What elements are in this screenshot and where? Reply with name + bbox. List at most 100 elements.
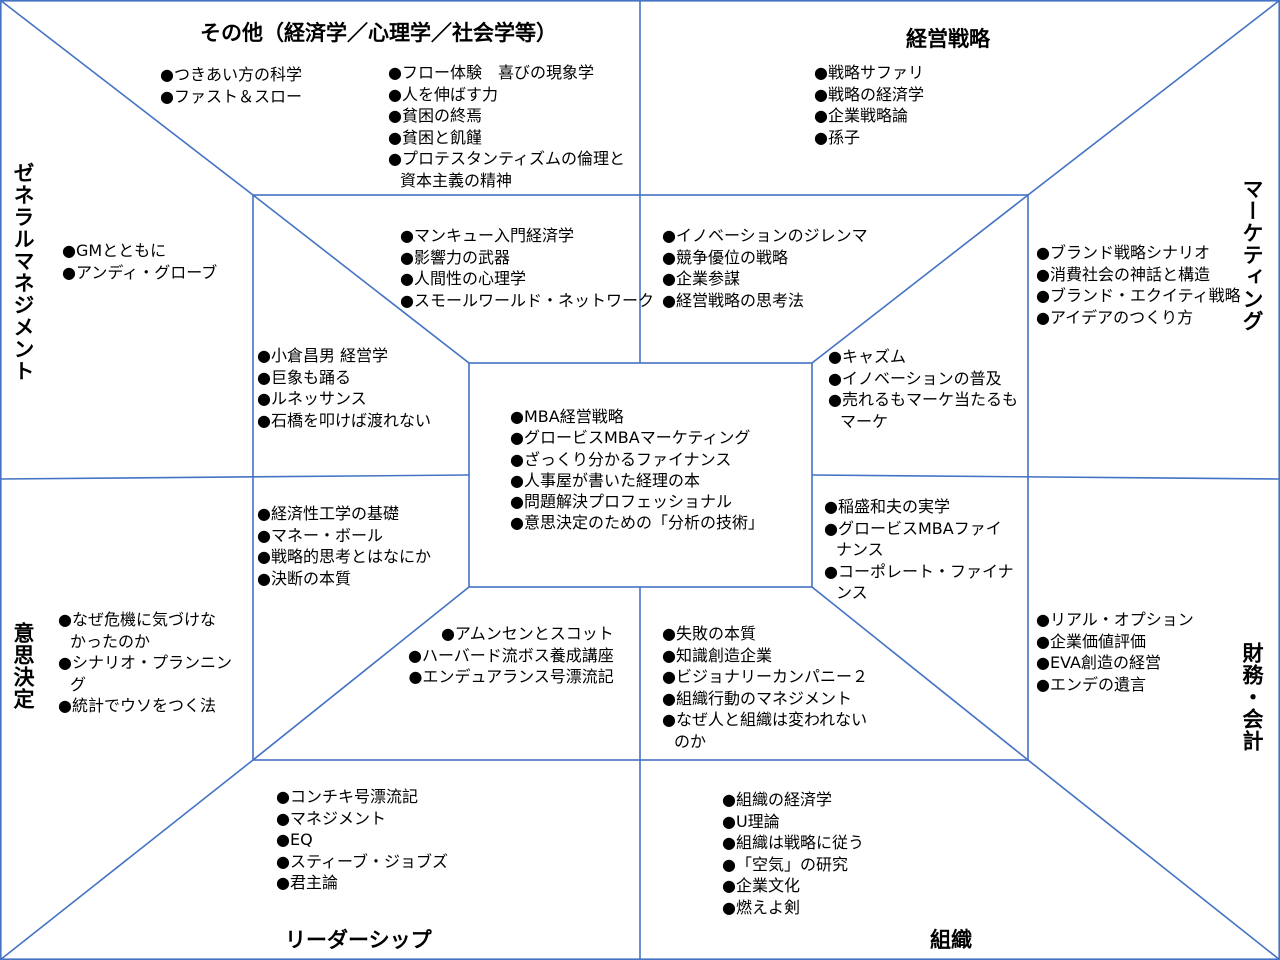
book-item: ●売れるもマーケ当たるも (828, 390, 1018, 409)
book-item: ●企業価値評価 (1036, 631, 1146, 651)
book-item: ●組織の経済学 (722, 790, 832, 809)
book-item: ●統計でウソをつく法 (58, 696, 216, 715)
heading-strategy: 経営戦略 (906, 27, 990, 51)
list-general-management-outer: ●GMとともに ●アンディ・グローブ (62, 240, 217, 283)
book-item: ●ファスト＆スロー (160, 86, 302, 106)
book-item: ●グロービスMBAマーケティング (510, 428, 751, 448)
book-item: ●プロテスタンティズムの倫理と (388, 149, 626, 168)
book-item: のか (674, 731, 707, 751)
book-item: ●経営戦略の思考法 (662, 290, 804, 310)
book-item: ナンス (836, 540, 884, 559)
book-item: ●MBA経営戦略 (510, 407, 624, 426)
book-item: ●ざっくり分かるファイナンス (510, 449, 732, 469)
book-item: ●貧困の終焉 (388, 106, 482, 125)
diagonal-bottom-left (0, 759, 254, 960)
book-item: 資本主義の精神 (400, 170, 513, 190)
list-marketing-outer: ●ブランド戦略シナリオ●消費社会の神話と構造●ブランド・エクイティ戦略●アイデア… (1036, 242, 1241, 328)
book-item: ●EVA創造の経営 (1036, 653, 1161, 672)
book-item: ●企業参謀 (662, 269, 740, 288)
book-item: ●燃えよ剣 (722, 897, 800, 917)
book-item: ●稲盛和夫の実学 (824, 497, 950, 516)
list-strategy-inner: ●イノベーションのジレンマ ●競争優位の戦略 ●企業参謀 ●経営戦略の思考法 (662, 225, 868, 311)
diagonal-top-left (0, 0, 254, 196)
list-finance-inner: ●稲盛和夫の実学●グロービスMBAファイナンス●コーポレート・ファイナンス (824, 496, 1014, 604)
book-item: ●貧困と飢饉 (388, 127, 482, 147)
heading-leadership: リーダーシップ (285, 928, 432, 952)
book-item: ●キャズム (828, 347, 906, 366)
book-item: ●組織は戦略に従う (722, 833, 864, 852)
book-item: ●組織行動のマネジメント (662, 688, 852, 708)
book-item: ●アイデアのつくり方 (1036, 307, 1194, 327)
book-item: ●グロービスMBAファイ (824, 518, 1002, 538)
book-item: ●マンキュー入門経済学 (400, 226, 574, 245)
book-item: ●消費社会の神話と構造 (1036, 264, 1210, 284)
book-item: ●イノベーションのジレンマ (662, 226, 868, 245)
book-item: ●EQ (276, 830, 313, 849)
book-item: ●エンデュアランス号漂流記 (408, 667, 614, 686)
book-item: ●企業戦略論 (814, 106, 908, 125)
book-item: マーケ (840, 411, 889, 431)
book-item: ●マネー・ボール (257, 525, 383, 545)
book-item: ●石橋を叩けば渡れない (257, 410, 431, 430)
list-decision-outer: ●なぜ危機に気づけなかったのか●シナリオ・プランニング●統計でウソをつく法 (58, 609, 232, 717)
list-organization-outer: ●組織の経済学●U理論●組織は戦略に従う●「空気」の研究●企業文化●燃えよ剣 (722, 789, 864, 918)
book-item: ●競争優位の戦略 (662, 247, 788, 267)
diagonal-inner-top-left (252, 194, 470, 364)
book-item: ●エンデの遺言 (1036, 674, 1146, 694)
book-item: ●意思決定のための「分析の技術」 (510, 513, 764, 533)
book-item: ●小倉昌男 経営学 (257, 346, 389, 365)
book-item: ●失敗の本質 (662, 624, 756, 643)
list-center: ●MBA経営戦略 ●グロービスMBAマーケティング●ざっくり分かるファイナンス●人… (510, 406, 764, 534)
heading-general-management: ゼネラルマネジメント (11, 162, 35, 382)
book-item: ●アンディ・グローブ (62, 262, 218, 282)
list-other-outer-left: ●つきあい方の科学●ファスト＆スロー (160, 64, 302, 107)
book-item: ●ブランド戦略シナリオ (1036, 243, 1210, 262)
book-item: ●人を伸ばす力 (388, 84, 498, 104)
book-item: ●君主論 (276, 873, 338, 892)
divider-left (0, 474, 470, 480)
list-general-management-inner: ●小倉昌男 経営学●巨象も踊る●ルネッサンス●石橋を叩けば渡れない (257, 345, 431, 431)
book-item: ●コンチキ号漂流記 (276, 787, 418, 806)
heading-organization: 組織 (930, 928, 972, 952)
divider-right (811, 474, 1280, 480)
book-item: ●人事屋が書いた経理の本 (510, 470, 700, 490)
diagonal-bottom-right (1027, 759, 1280, 960)
list-other-inner: ●マンキュー入門経済学●影響力の武器●人間性の心理学●スモールワールド・ネットワ… (400, 225, 654, 311)
book-item: グ (70, 674, 87, 694)
book-item: ●戦略の経済学 (814, 84, 924, 104)
heading-other: その他（経済学／心理学／社会学等） (200, 21, 557, 45)
book-item: ●アムンセンとスコット (440, 624, 614, 643)
book-item: ●リアル・オプション (1036, 610, 1194, 629)
book-item: ●戦略サファリ (814, 63, 924, 82)
list-leadership-outer: ●コンチキ号漂流記●マネジメント●EQ●スティーブ・ジョブズ●君主論 (276, 786, 448, 894)
list-strategy-outer: ●戦略サファリ ●戦略の経済学 ●企業戦略論 ●孫子 (814, 62, 924, 148)
book-item: ●GMとともに (62, 241, 167, 260)
list-other-outer-right: ●フロー体験 喜びの現象学 ●人を伸ばす力 ●貧困の終焉 ●貧困と飢饉 ●プロテスタンテ… (388, 62, 625, 191)
diagonal-top-right (1027, 0, 1280, 196)
book-item: ●イノベーションの普及 (828, 368, 1002, 388)
book-item: ●ビジョナリーカンパニー２ (662, 667, 868, 686)
heading-marketing: マーケティング (1240, 178, 1264, 332)
book-item: ●U理論 (722, 811, 780, 831)
book-item: ●巨象も踊る (257, 367, 351, 387)
book-item: ●人間性の心理学 (400, 269, 526, 288)
book-item: かったのか (70, 631, 151, 651)
heading-decision: 意思決定 (11, 622, 35, 710)
diagonal-inner-top-right (811, 194, 1029, 364)
book-item: ●ハーバード流ボス養成講座 (408, 645, 614, 665)
diagonal-inner-bottom-right (811, 586, 1029, 761)
book-item: ●知識創造企業 (662, 645, 772, 665)
book-item: ●なぜ危機に気づけな (58, 610, 216, 629)
book-item: ●戦略的思考とはなにか (257, 547, 431, 566)
list-organization-inner: ●失敗の本質●知識創造企業●ビジョナリーカンパニー２●組織行動のマネジメント●な… (662, 623, 868, 752)
book-item: ●問題解決プロフェッショナル (510, 492, 732, 512)
book-item: ●影響力の武器 (400, 247, 510, 267)
diagonal-inner-bottom-left (252, 586, 470, 761)
book-item: ●「空気」の研究 (722, 854, 848, 874)
book-item: ●フロー体験 喜びの現象学 (388, 63, 594, 82)
book-item: ●孫子 (814, 127, 860, 147)
list-finance-outer: ●リアル・オプション ●企業価値評価 ●EVA創造の経営 ●エンデの遺言 (1036, 609, 1194, 695)
heading-finance: 財務・会計 (1240, 642, 1264, 752)
